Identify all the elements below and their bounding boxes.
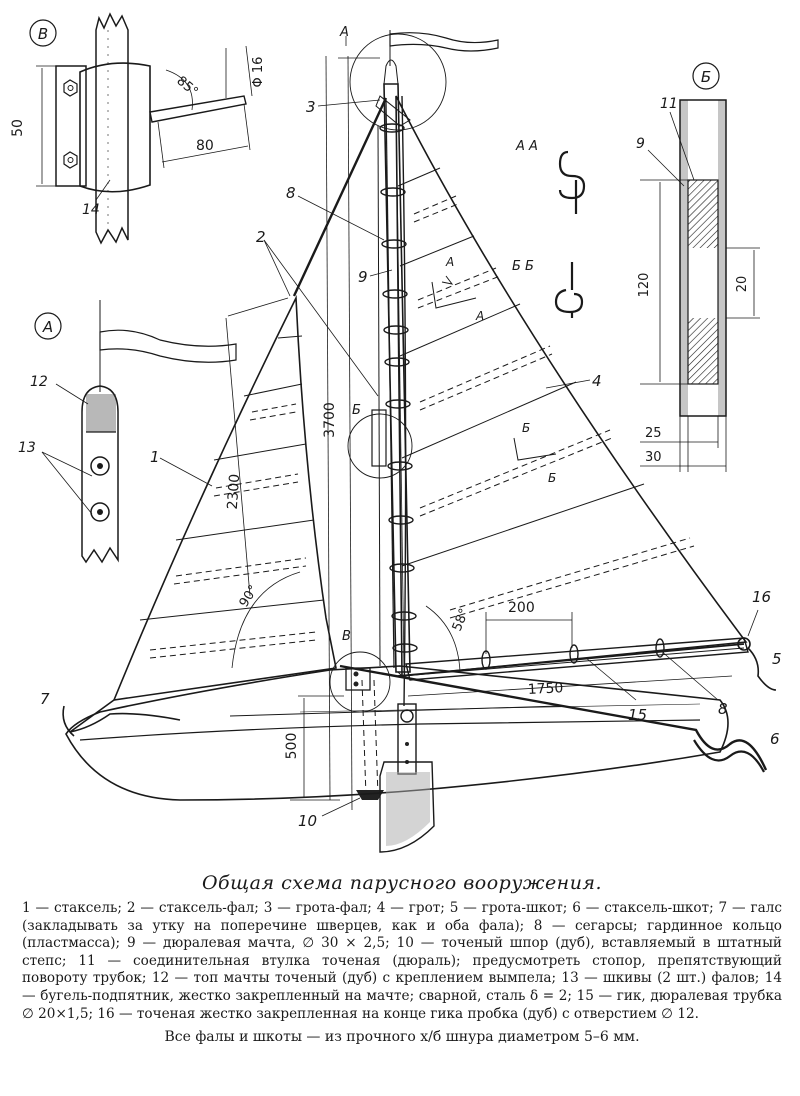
section-aa: А А bbox=[515, 139, 586, 214]
caption-legend: 1 — стаксель; 2 — стаксель-фал; 3 — грот… bbox=[22, 900, 782, 1022]
callout-3: 3 bbox=[306, 98, 316, 116]
inset-b-label: Б bbox=[701, 68, 711, 86]
cut-a-top: А bbox=[339, 25, 349, 40]
callout-10: 10 bbox=[298, 812, 317, 830]
callout-15: 15 bbox=[628, 706, 647, 724]
rigging bbox=[62, 95, 768, 771]
inset-a-label: А bbox=[42, 318, 53, 336]
dim-50: 50 bbox=[10, 119, 26, 137]
callout-7: 7 bbox=[40, 690, 50, 708]
dim-30: 30 bbox=[645, 450, 662, 465]
dim-2300: 2300 bbox=[225, 473, 243, 510]
dim-phi16: Φ 16 bbox=[251, 57, 266, 88]
dim-1750: 1750 bbox=[527, 680, 563, 698]
rudder bbox=[379, 703, 435, 853]
bolt-top bbox=[63, 79, 78, 97]
inset-v-label: В bbox=[38, 25, 48, 43]
cut-v-mast: В bbox=[342, 629, 351, 644]
callout-1: 1 bbox=[150, 448, 160, 466]
mainsail bbox=[395, 95, 748, 677]
inset-b-coupling: Б 120 20 25 30 11 9 bbox=[636, 62, 760, 472]
callout-9b: 9 bbox=[636, 136, 645, 152]
dim-120: 120 bbox=[637, 273, 652, 298]
dim-58deg: 58° bbox=[450, 607, 473, 634]
dim-3700: 3700 bbox=[322, 402, 338, 438]
caption-footer: Все фалы и шкоты — из прочного х/б шнура… bbox=[164, 1029, 640, 1046]
callout-13: 13 bbox=[18, 440, 36, 456]
inset-v-bracket: В 50 85° Φ 16 80 14 bbox=[10, 12, 266, 245]
dim-500: 500 bbox=[284, 733, 300, 760]
dim-80: 80 bbox=[196, 138, 214, 154]
callout-4: 4 bbox=[592, 372, 602, 390]
hull bbox=[65, 665, 765, 853]
main-dimensions: 3700 500 2300 90° 58° 200 1750 bbox=[225, 55, 733, 811]
callout-16: 16 bbox=[752, 588, 771, 606]
section-bb: Б Б bbox=[512, 259, 584, 318]
caption-title: Общая схема парусного вооружения. bbox=[201, 872, 603, 894]
dim-85deg: 85° bbox=[173, 74, 200, 100]
sail-rig-diagram: В 50 85° Φ 16 80 14 bbox=[10, 12, 782, 853]
boom bbox=[405, 637, 777, 691]
caption-block: Общая схема парусного вооружения. 1 — ст… bbox=[22, 872, 782, 1045]
dim-20: 20 bbox=[735, 276, 750, 293]
pulley-upper bbox=[90, 456, 110, 476]
dim-200: 200 bbox=[508, 600, 535, 616]
cut-b-sail-2: Б bbox=[548, 471, 556, 485]
section-aa-label: А А bbox=[515, 139, 538, 154]
callout-12: 12 bbox=[30, 374, 48, 390]
cut-b-sail-1: Б bbox=[522, 421, 530, 435]
dim-25: 25 bbox=[645, 426, 662, 441]
callout-8: 8 bbox=[286, 184, 296, 202]
cut-a-sail-2: А bbox=[475, 309, 484, 323]
callout-5: 5 bbox=[772, 650, 782, 668]
section-bb-label: Б Б bbox=[512, 259, 534, 274]
callout-11: 11 bbox=[660, 96, 678, 112]
bolt-bottom bbox=[63, 151, 78, 169]
callout-2: 2 bbox=[256, 228, 266, 246]
callouts: 1 2 3 4 5 6 7 8 8 9 10 15 16 bbox=[40, 98, 782, 830]
callout-8b: 8 bbox=[718, 700, 728, 718]
dim-90deg: 90° bbox=[237, 583, 262, 610]
callout-9: 9 bbox=[358, 268, 368, 286]
callout-14: 14 bbox=[82, 202, 100, 218]
callout-6: 6 bbox=[770, 730, 780, 748]
pulley-lower bbox=[90, 502, 110, 522]
cut-b-mast: Б bbox=[352, 403, 361, 418]
detail-markers: А Б В А А Б Б bbox=[329, 25, 556, 713]
jib bbox=[112, 294, 337, 701]
cut-a-sail-1: А bbox=[445, 255, 454, 269]
inset-a-mast-top: А 12 13 bbox=[18, 300, 237, 564]
